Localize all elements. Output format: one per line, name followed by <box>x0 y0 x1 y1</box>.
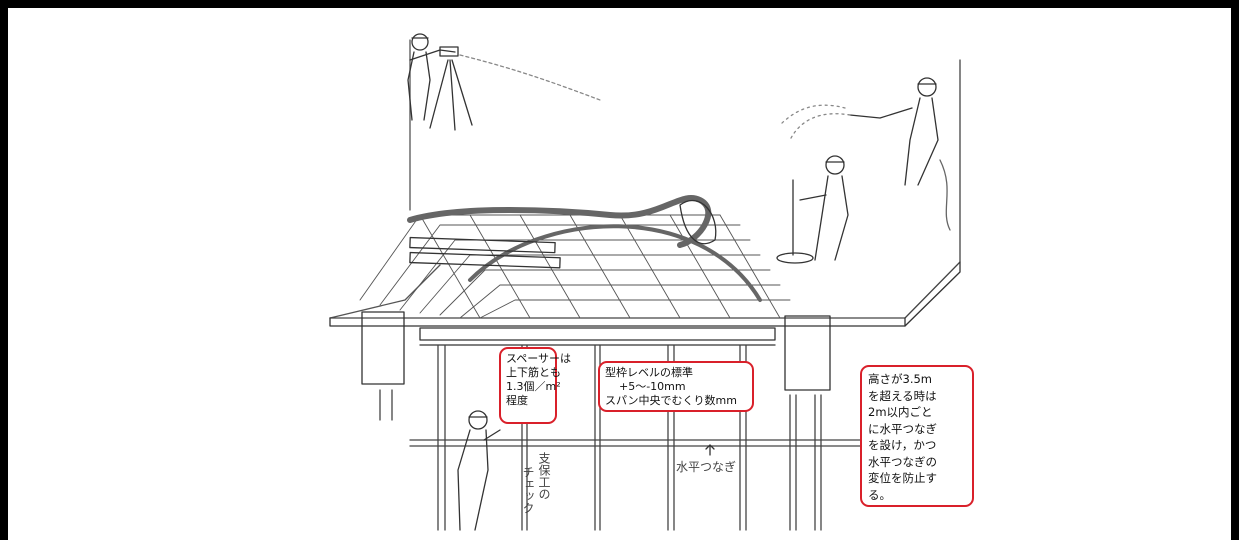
height-tie-callout: 高さが3.5m を超える時は 2m以内ごと に水平つなぎ を設け，かつ 水平つな… <box>860 365 974 507</box>
height-note-line3: 2m以内ごと <box>868 405 933 419</box>
horizontal-tie-label: 水平つなぎ <box>676 460 737 474</box>
leveling-worker-figure <box>776 155 849 264</box>
spacer-note-line4: 程度 <box>506 394 528 407</box>
level-note-line3: スパン中央でむくり数mm <box>605 394 737 407</box>
support-check-label-a: 支保工の <box>537 452 551 500</box>
inspector-figure <box>457 410 501 531</box>
tie-arrow <box>705 444 715 456</box>
pump-hose <box>407 195 712 248</box>
slab-front-face <box>329 317 906 327</box>
spacer-note-line2: 上下筋とも <box>506 366 561 379</box>
height-note-line1: 高さが3.5m <box>868 372 932 386</box>
right-beam-form <box>784 315 831 391</box>
height-note-line8: る。 <box>868 487 891 502</box>
plank-2 <box>409 251 561 269</box>
height-note-line6: 水平つなぎの <box>868 454 937 469</box>
height-note-line2: を超える時は <box>868 388 937 403</box>
height-note-line7: 変位を防止す <box>868 471 937 485</box>
level-note-line1: 型枠レベルの標準 <box>605 366 693 379</box>
surveyor-figure <box>407 33 601 131</box>
plank-1 <box>409 236 556 254</box>
spacer-note-line1: スペーサーは <box>506 352 572 365</box>
height-note-line4: に水平つなぎ <box>868 421 937 436</box>
curing-worker-figure <box>779 77 951 231</box>
concrete-pile <box>679 199 717 245</box>
shoring-posts <box>379 344 822 531</box>
slab-outline <box>329 59 961 319</box>
spacer-note-line3: 1.3個／m² <box>506 380 561 393</box>
main-girder <box>419 327 776 341</box>
left-beam-form <box>361 311 405 385</box>
slab-top-edge <box>329 39 441 319</box>
slab-right-face <box>904 261 961 327</box>
level-note-line2: +5～-10mm <box>619 380 686 393</box>
support-check-label-b: チェック <box>521 466 535 514</box>
formwork-level-callout: 型枠レベルの標準 +5～-10mm スパン中央でむくり数mm <box>598 361 754 412</box>
height-note-line5: を設け，かつ <box>868 438 937 452</box>
spacer-note-callout: スペーサーは 上下筋とも 1.3個／m² 程度 <box>499 347 572 424</box>
